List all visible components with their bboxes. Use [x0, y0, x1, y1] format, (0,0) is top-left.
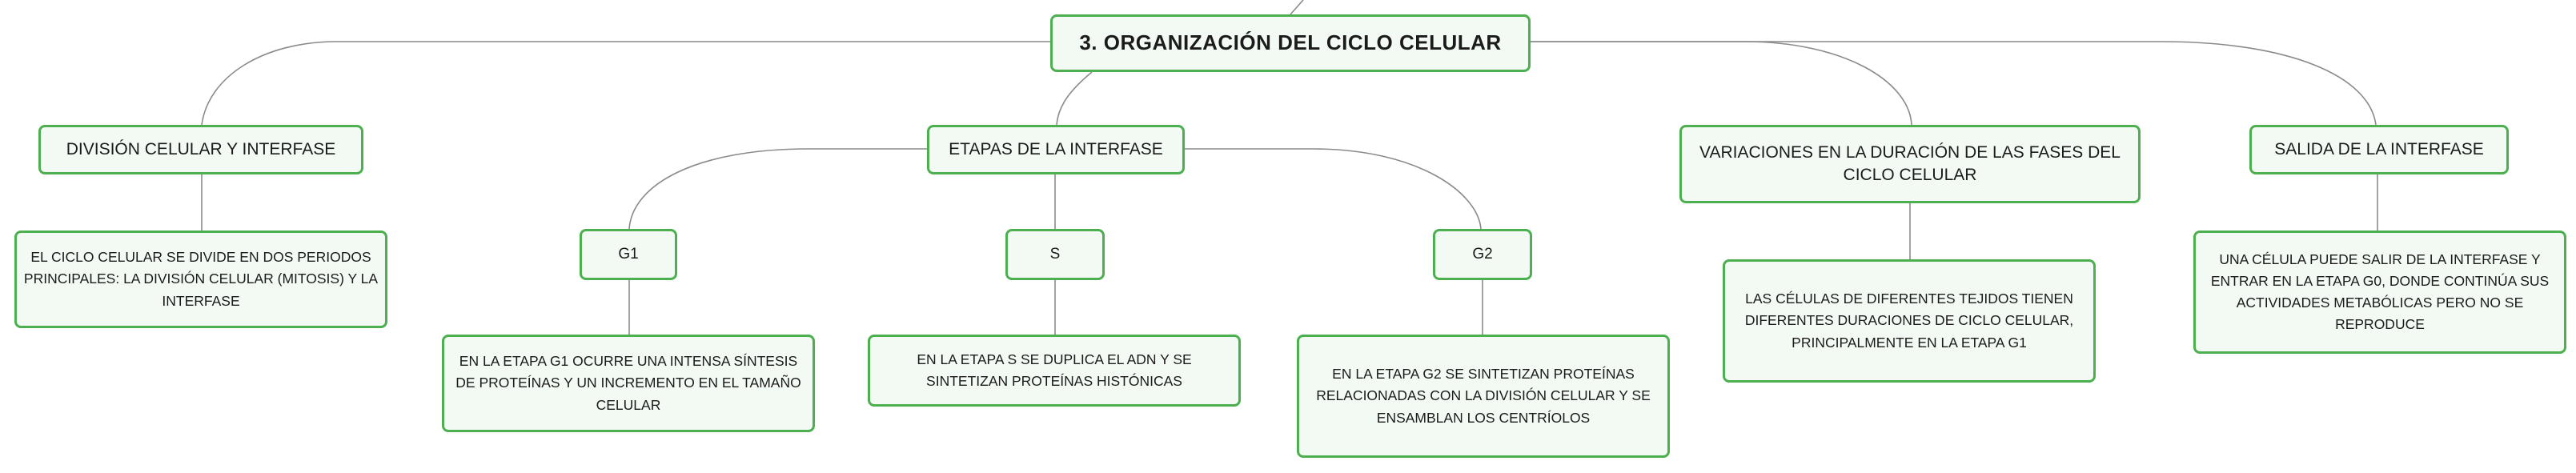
variaciones-detail-text: LAS CÉLULAS DE DIFERENTES TEJIDOS TIENEN… [1744, 291, 2074, 351]
connector-etapas-g1 [628, 148, 929, 230]
node-etapas-interfase[interactable]: ETAPAS DE LA INTERFASE [927, 125, 1185, 174]
connector-root-variaciones [1531, 41, 1912, 126]
connector-etapas-g2 [1182, 148, 1482, 230]
s-label: S [1049, 246, 1061, 263]
g1-label: G1 [618, 246, 639, 263]
connector-root-division [201, 41, 1050, 126]
salida-detail-text: UNA CÉLULA PUEDE SALIR DE LA INTERFASE Y… [2210, 251, 2550, 333]
salida-label: SALIDA DE LA INTERFASE [2274, 139, 2484, 158]
division-detail-text: EL CICLO CELULAR SE DIVIDE EN DOS PERIOD… [23, 249, 379, 309]
connector-root-etapas [1056, 71, 1093, 126]
root-node[interactable]: 3. ORGANIZACIÓN DEL CICLO CELULAR [1050, 14, 1531, 72]
node-salida-interfase[interactable]: SALIDA DE LA INTERFASE [2249, 125, 2509, 174]
detail-s[interactable]: EN LA ETAPA S SE DUPLICA EL ADN Y SE SIN… [868, 335, 1241, 407]
node-g2[interactable]: G2 [1433, 229, 1532, 280]
detail-variaciones[interactable]: LAS CÉLULAS DE DIFERENTES TEJIDOS TIENEN… [1723, 259, 2096, 383]
etapas-label: ETAPAS DE LA INTERFASE [949, 139, 1163, 158]
g2-detail-text: EN LA ETAPA G2 SE SINTETIZAN PROTEÍNAS R… [1316, 366, 1651, 426]
g1-detail-text: EN LA ETAPA G1 OCURRE UNA INTENSA SÍNTES… [455, 353, 801, 413]
s-detail-text: EN LA ETAPA S SE DUPLICA EL ADN Y SE SIN… [917, 351, 1192, 389]
detail-g2[interactable]: EN LA ETAPA G2 SE SINTETIZAN PROTEÍNAS R… [1297, 335, 1670, 458]
g2-label: G2 [1472, 246, 1493, 263]
variaciones-label: VARIACIONES EN LA DURACIÓN DE LAS FASES … [1699, 142, 2121, 184]
node-variaciones[interactable]: VARIACIONES EN LA DURACIÓN DE LAS FASES … [1679, 125, 2141, 203]
detail-g1[interactable]: EN LA ETAPA G1 OCURRE UNA INTENSA SÍNTES… [442, 335, 815, 432]
detail-division[interactable]: EL CICLO CELULAR SE DIVIDE EN DOS PERIOD… [14, 230, 387, 328]
division-label: DIVISIÓN CELULAR Y INTERFASE [66, 139, 336, 158]
node-division-celular[interactable]: DIVISIÓN CELULAR Y INTERFASE [38, 125, 363, 174]
node-s[interactable]: S [1005, 229, 1105, 280]
node-g1[interactable]: G1 [580, 229, 677, 280]
connector-root-parent [1290, 0, 1304, 15]
connector-root-salida [1531, 41, 2377, 126]
detail-salida[interactable]: UNA CÉLULA PUEDE SALIR DE LA INTERFASE Y… [2193, 230, 2566, 354]
root-label: 3. ORGANIZACIÓN DEL CICLO CELULAR [1079, 30, 1502, 55]
